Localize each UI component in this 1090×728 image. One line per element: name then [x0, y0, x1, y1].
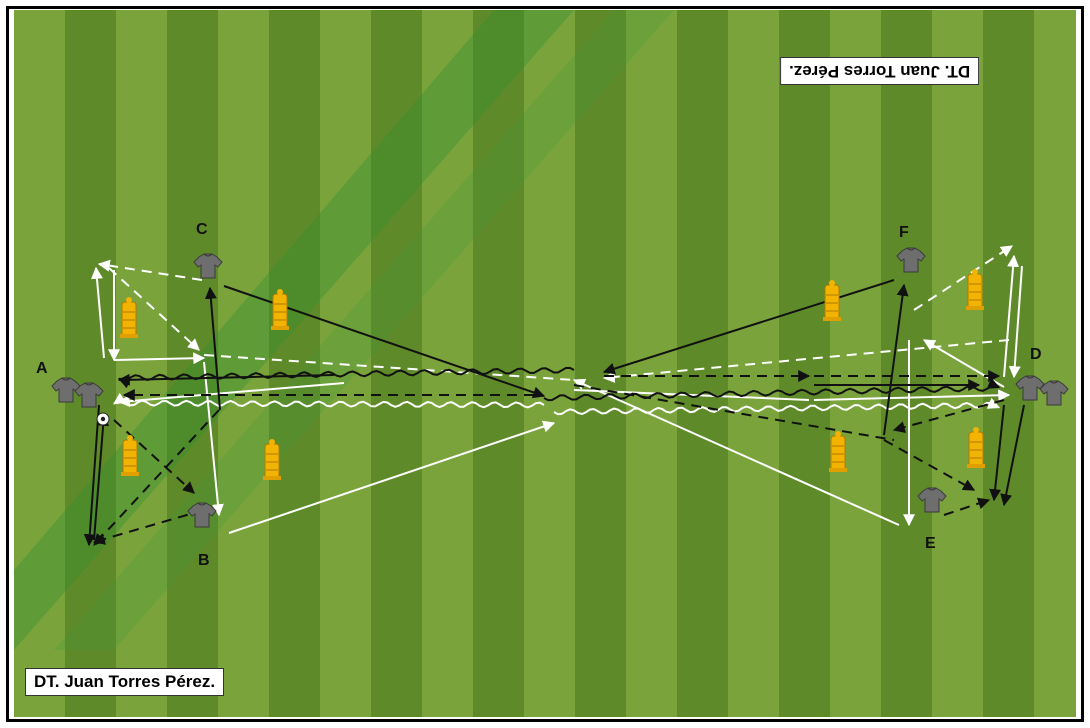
author-caption: DT. Juan Torres Pérez.: [25, 668, 225, 696]
pitch-stripe: [218, 10, 269, 717]
diagram-border: [6, 6, 1084, 722]
pitch-stripe: [677, 10, 728, 717]
pitch-drawing: [14, 10, 1076, 717]
soccer-ball-icon: [96, 412, 110, 426]
author-caption-inverted: DT. Juan Torres Pérez.: [780, 57, 980, 85]
watermark: [14, 10, 674, 650]
pitch-stripe: [371, 10, 422, 717]
pitch-stripe: [1034, 10, 1076, 717]
dark-dashed-arrows: [92, 370, 1005, 546]
pitch-stripe: [779, 10, 830, 717]
pitch-stripe: [116, 10, 167, 717]
player-label-d: D: [1030, 346, 1042, 363]
pitch-stripe: [575, 10, 626, 717]
pitch-stripe: [524, 10, 575, 717]
pitch-stripe: [983, 10, 1034, 717]
soccer-pitch: [14, 10, 1076, 717]
player-label-f: F: [899, 224, 909, 241]
pitch-stripe: [269, 10, 320, 717]
player-label-e: E: [925, 535, 936, 552]
pitch-stripes: [14, 10, 1076, 717]
player-label-c: C: [196, 221, 208, 238]
pitch-stripe: [932, 10, 983, 717]
white-dribble-lines: [112, 392, 1001, 416]
pitch-stripe: [14, 10, 65, 717]
dark-solid-arrows: [83, 279, 1025, 547]
pitch-stripe: [830, 10, 881, 717]
pitch-stripe: [65, 10, 116, 717]
white-dashed-arrows: [97, 245, 1014, 383]
pitch-stripe: [167, 10, 218, 717]
player-label-b: B: [198, 552, 210, 569]
dark-dribble-lines: [117, 366, 1001, 402]
player-label-a: A: [36, 360, 48, 377]
pitch-stripe: [626, 10, 677, 717]
pitch-stripe: [473, 10, 524, 717]
pitch-stripe: [881, 10, 932, 717]
